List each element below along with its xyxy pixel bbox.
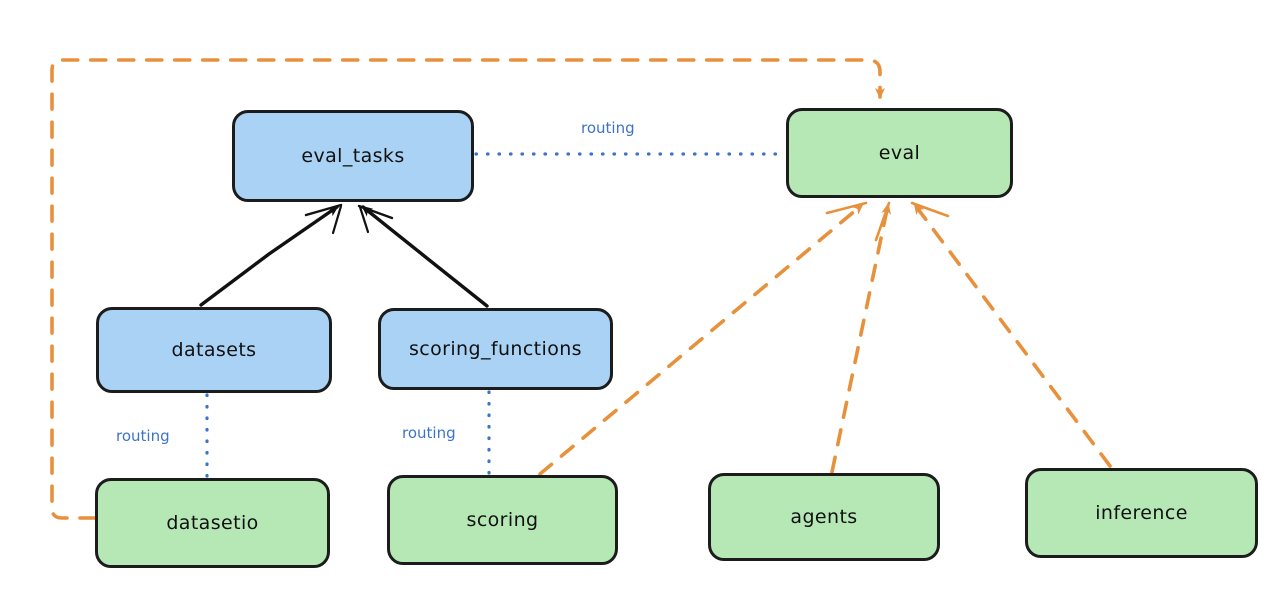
- edge-scoring_functions-to-eval_tasks: [361, 205, 489, 308]
- edge-agents-to-eval: [830, 203, 892, 474]
- node-label: scoring_functions: [409, 338, 582, 360]
- edge-scoring_functions-arrow-whisker-2: [358, 205, 370, 234]
- node-agents[interactable]: agents: [708, 473, 940, 561]
- edge-inference-to-eval: [913, 203, 1112, 468]
- edge-scoring-arrow-whisker: [825, 201, 868, 215]
- node-inference[interactable]: inference: [1025, 468, 1258, 558]
- node-datasets[interactable]: datasets: [96, 307, 332, 393]
- edge-scoring_functions-arrow-whisker: [357, 204, 394, 220]
- node-eval[interactable]: eval: [786, 108, 1013, 198]
- node-label: eval: [878, 142, 921, 164]
- edge-datasetio-to-eval: [50, 58, 885, 520]
- node-label: datasets: [171, 339, 257, 361]
- node-label: agents: [790, 506, 858, 528]
- edge-datasets-arrow-whisker-2: [331, 204, 343, 235]
- edge-inference-arrow-whisker: [910, 201, 950, 218]
- node-label: eval_tasks: [301, 145, 405, 167]
- edge-agents-arrow-whisker: [874, 201, 891, 242]
- edge-label-routing-eval-tasks-eval: routing: [578, 119, 638, 137]
- node-label: datasetio: [166, 512, 259, 534]
- edge-label-routing-datasets-datasetio: routing: [113, 427, 173, 445]
- node-scoring-functions[interactable]: scoring_functions: [378, 308, 613, 390]
- node-label: scoring: [466, 509, 539, 531]
- node-datasetio[interactable]: datasetio: [95, 478, 330, 568]
- edge-datasets-arrow-whisker: [304, 203, 343, 217]
- edge-datasets-to-eval_tasks: [199, 205, 339, 307]
- node-label: inference: [1095, 502, 1188, 524]
- edge-scoring-to-eval: [538, 203, 864, 476]
- node-scoring[interactable]: scoring: [387, 475, 618, 565]
- edge-label-routing-scoring-functions-scoring: routing: [399, 424, 459, 442]
- node-eval-tasks[interactable]: eval_tasks: [232, 110, 474, 202]
